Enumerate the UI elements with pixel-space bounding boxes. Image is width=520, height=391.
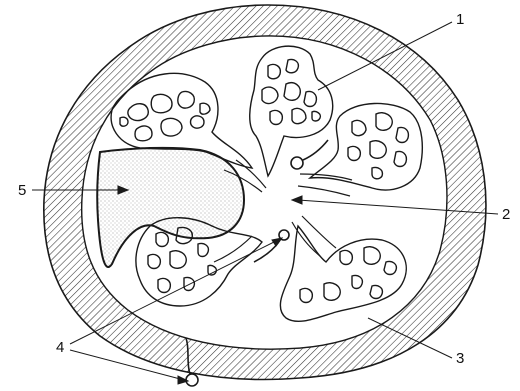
callout-label-1: 1 [456, 12, 464, 27]
callout-label-4: 4 [56, 340, 64, 355]
callout-label-2: 2 [502, 207, 510, 222]
callout-label-5: 5 [18, 183, 26, 198]
callout-label-3: 3 [456, 351, 464, 366]
